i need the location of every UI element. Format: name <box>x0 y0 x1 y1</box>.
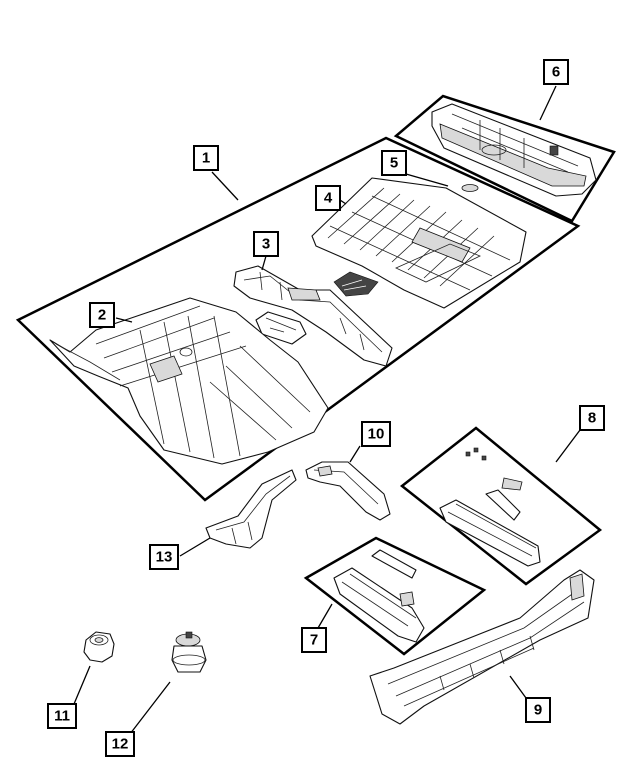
leader-8 <box>555 429 581 463</box>
group-7-border <box>303 536 487 656</box>
callout-8: 8 <box>579 405 605 431</box>
part-grommet[interactable] <box>171 631 207 673</box>
leader-3 <box>261 255 267 271</box>
callout-6-label: 6 <box>552 64 560 81</box>
group-7 <box>303 536 487 656</box>
part-floor-plug[interactable] <box>461 184 479 192</box>
leader-1 <box>211 171 239 201</box>
leader-7 <box>317 603 333 629</box>
group-1-border <box>15 136 581 502</box>
part-tunnel-bracket[interactable] <box>255 311 307 345</box>
callout-1-label: 1 <box>202 150 210 167</box>
part-rocker-panel[interactable] <box>369 569 595 725</box>
part-center-brace[interactable] <box>233 265 393 367</box>
part-crossmember[interactable] <box>305 461 391 521</box>
callout-4-label: 4 <box>324 190 333 207</box>
group-8-border <box>399 426 603 586</box>
callout-9: 9 <box>525 697 551 723</box>
callout-9-label: 9 <box>534 702 542 719</box>
callout-13-label: 13 <box>156 549 173 566</box>
leader-9 <box>509 675 527 699</box>
group-6-border <box>393 94 616 223</box>
leader-6 <box>539 85 557 121</box>
callout-11: 11 <box>47 703 77 729</box>
group-6 <box>393 94 616 223</box>
callout-13: 13 <box>149 544 179 570</box>
callout-7: 7 <box>301 627 327 653</box>
callout-7-label: 7 <box>310 632 318 649</box>
group-8 <box>399 426 603 586</box>
callout-10: 10 <box>361 421 391 447</box>
part-nut[interactable] <box>83 631 115 663</box>
callout-12: 12 <box>105 731 135 757</box>
leader-12 <box>129 681 171 735</box>
leader-2 <box>115 317 133 323</box>
part-rail-reinforcement[interactable] <box>333 549 425 643</box>
part-rear-crossmember[interactable] <box>431 103 597 197</box>
callout-1: 1 <box>193 145 219 171</box>
part-floor-patch[interactable] <box>333 271 379 297</box>
callout-2-label: 2 <box>98 307 106 324</box>
callout-5-label: 5 <box>390 155 398 172</box>
leader-11 <box>73 665 91 705</box>
callout-8-label: 8 <box>588 410 596 427</box>
callout-3-label: 3 <box>262 236 270 253</box>
leader-10 <box>349 445 361 463</box>
callout-4: 4 <box>315 185 341 211</box>
leader-13 <box>179 537 211 557</box>
leader-5 <box>405 173 449 187</box>
leader-lines <box>73 85 581 735</box>
part-rail-bracket[interactable] <box>439 447 541 567</box>
callout-10-label: 10 <box>368 426 385 443</box>
callout-5: 5 <box>381 150 407 176</box>
part-rear-floor-pan[interactable] <box>311 177 527 309</box>
group-1 <box>15 136 581 502</box>
part-front-floor-pan[interactable] <box>49 297 329 465</box>
callout-12-label: 12 <box>112 736 129 753</box>
part-rail-extension[interactable] <box>205 469 297 549</box>
callout-6: 6 <box>543 59 569 85</box>
callout-11-label: 11 <box>54 708 70 725</box>
callout-2: 2 <box>89 302 115 328</box>
callout-3: 3 <box>253 231 279 257</box>
